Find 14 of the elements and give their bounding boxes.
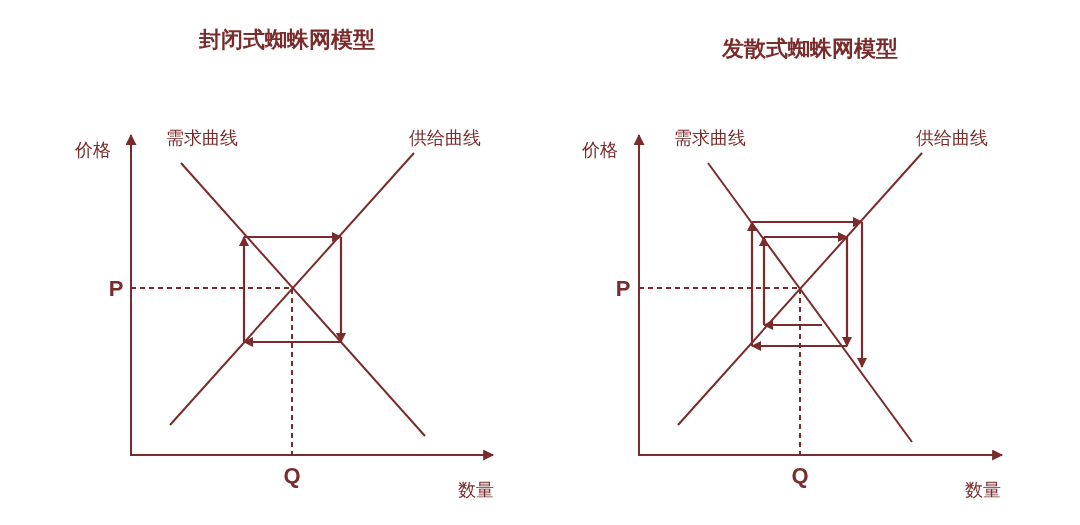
tick-label: Q	[283, 465, 301, 487]
tick-label: P	[615, 278, 631, 300]
axis-label: 数量	[458, 481, 494, 499]
tick-label: P	[108, 278, 124, 300]
curve-label: 需求曲线	[674, 129, 746, 147]
curve-label: 供给曲线	[409, 129, 481, 147]
chart-title: 发散式蜘蛛网模型	[722, 38, 898, 60]
curve-label: 供给曲线	[916, 129, 988, 147]
curve-label: 需求曲线	[166, 129, 238, 147]
tick-label: Q	[791, 465, 809, 487]
chart-title: 封闭式蜘蛛网模型	[199, 29, 375, 51]
axis-label: 价格	[75, 141, 111, 159]
axis-label: 价格	[582, 141, 618, 159]
axis-label: 数量	[965, 481, 1001, 499]
